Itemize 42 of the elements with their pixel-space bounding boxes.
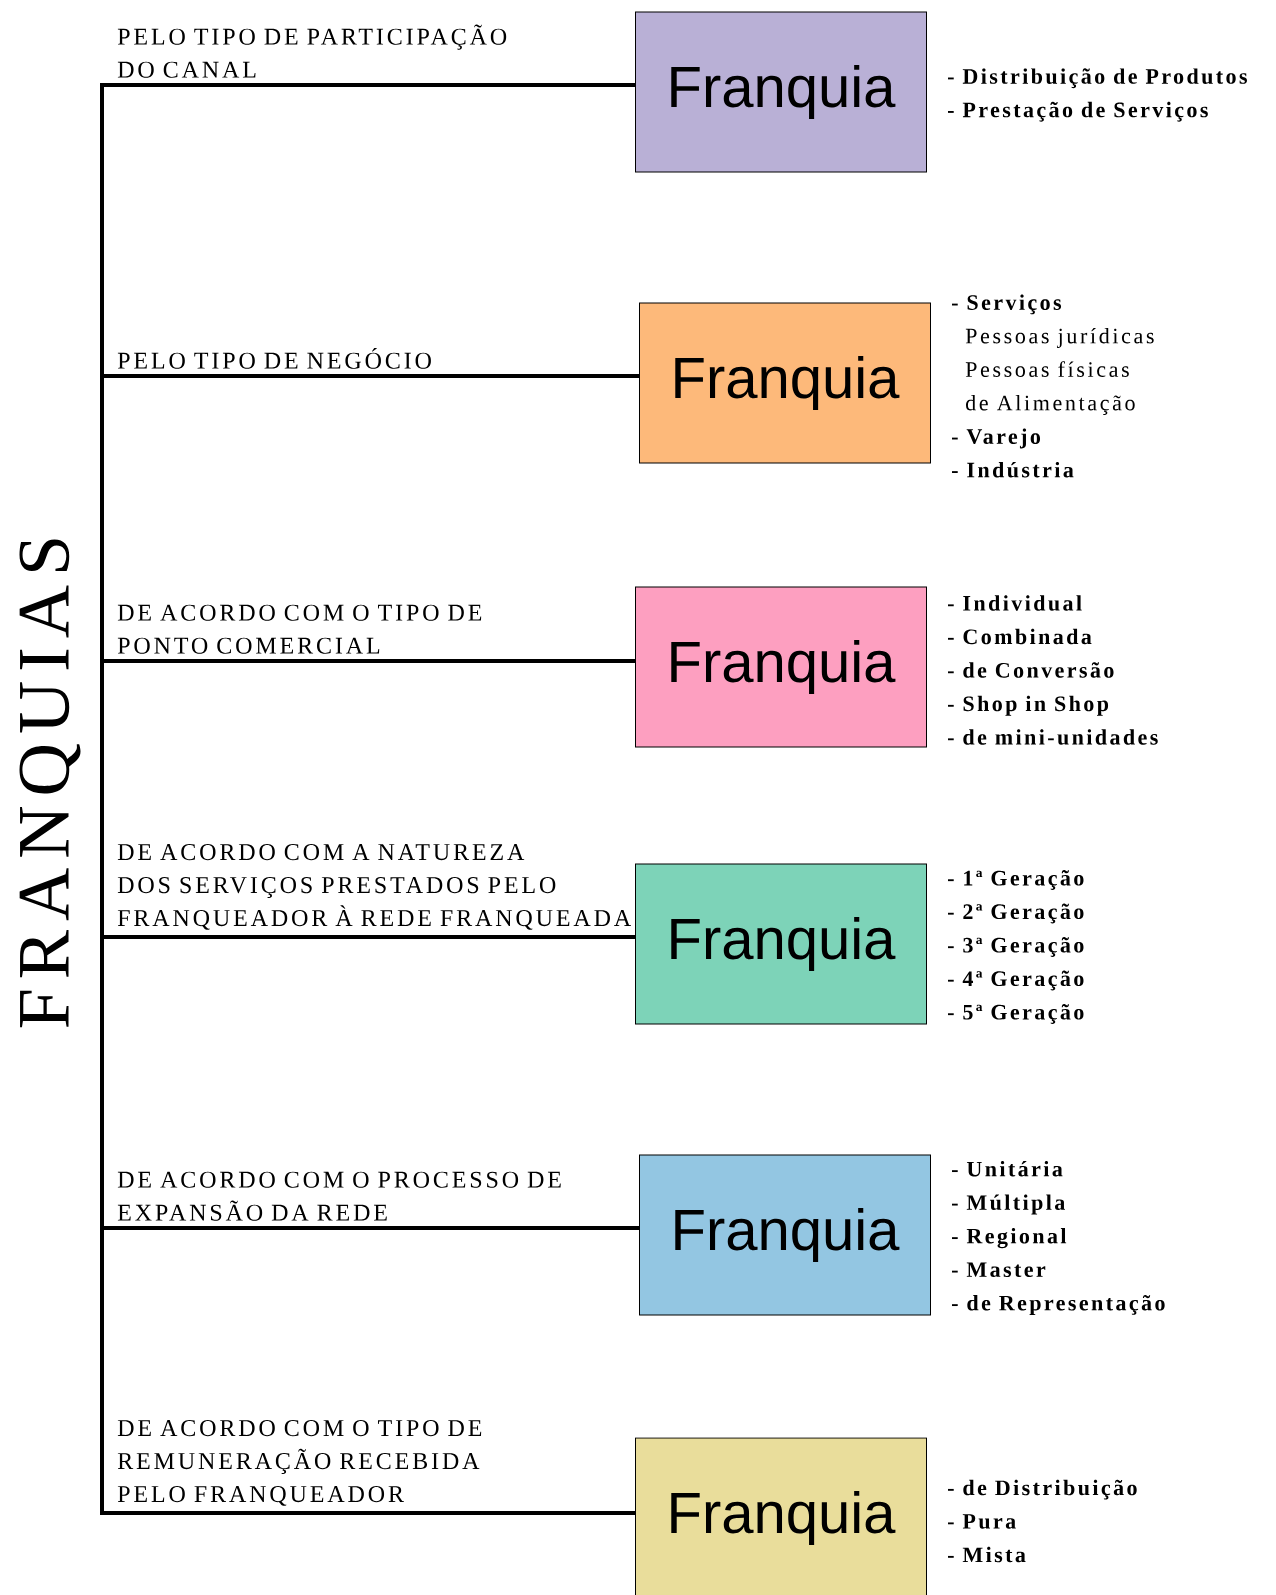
- node-label: - Regional: [952, 1228, 1067, 1249]
- node-label: - Múltipla: [952, 1194, 1065, 1215]
- branch-line: [100, 782, 635, 1515]
- category-box: Franquia: [635, 1437, 927, 1595]
- category-box: Franquia: [635, 586, 927, 748]
- node-label: - 2ª Geração: [948, 903, 1084, 924]
- node-label: - 5ª Geração: [948, 1004, 1084, 1024]
- node-label: - Indústria: [952, 461, 1074, 478]
- node-label: - de Conversão: [948, 662, 1114, 678]
- item-list: - Individual - Combinada - de Conversão - Shop in Shop - de mini-unidades: [948, 595, 1158, 745]
- node-label: Pessoas jurídicas: [965, 327, 1154, 348]
- node-label: - de mini-unidades: [948, 729, 1158, 745]
- node-label: Pessoas físicas: [965, 361, 1129, 377]
- edge-label: DE ACORDO COM O TIPO DE REMUNERAÇÃO RECEBIDA PELO FRANQUEADOR: [117, 1420, 482, 1506]
- node-label: - de Representação: [952, 1294, 1165, 1315]
- edge-label: PELO TIPO DE PARTICIPAÇÃO DO CANAL: [117, 24, 507, 78]
- edge-label: DE ACORDO COM O TIPO DE PONTO COMERCIAL: [117, 604, 482, 654]
- node-label: - Unitária: [952, 1161, 1063, 1177]
- node-label: de Alimentação: [966, 394, 1135, 415]
- node-label: - Combinada: [948, 628, 1092, 645]
- edge-label: PELO TIPO DE NEGÓCIO: [117, 347, 431, 369]
- title-text: FRANQUIAS: [19, 539, 81, 1028]
- item-list: - de Distribuição - Pura - Mista: [948, 1479, 1137, 1563]
- branch-line: [100, 659, 635, 782]
- item-list: - Serviços Pessoas jurídicas Pessoas físicas de Alimentação - Varejo - Indústria: [952, 294, 1154, 478]
- item-list: - Distribuição de Produtos - Prestação de Serviços: [948, 68, 1247, 122]
- category-box: Franquia: [639, 302, 931, 464]
- node-label: - Serviços: [952, 294, 1062, 315]
- edge-label: DE ACORDO COM O PROCESSO DE EXPANSÃO DA REDE: [117, 1171, 561, 1221]
- node-label: - Master: [952, 1262, 1046, 1278]
- node-label: - Shop in Shop: [948, 695, 1109, 716]
- node-label: - Varejo: [952, 428, 1041, 449]
- node-label: - 1ª Geração: [948, 870, 1084, 890]
- node-label: - 4ª Geração: [948, 970, 1084, 991]
- category-box: Franquia: [635, 11, 927, 173]
- item-list: - 1ª Geração - 2ª Geração - 3ª Geração - 4ª Geração - 5ª Geração: [948, 870, 1084, 1024]
- edge-label: DE ACORDO COM A NATUREZA DOS SERVIÇOS PRESTADOS PELO FRANQUEADOR À REDE FRANQUEADA: [117, 844, 631, 930]
- node-label: - Individual: [948, 595, 1082, 611]
- category-box: Franquia: [639, 1154, 931, 1316]
- node-label: - 3ª Geração: [948, 937, 1084, 957]
- item-list: - Unitária - Múltipla - Regional - Master - de Representação: [952, 1161, 1165, 1315]
- category-box: Franquia: [635, 863, 927, 1025]
